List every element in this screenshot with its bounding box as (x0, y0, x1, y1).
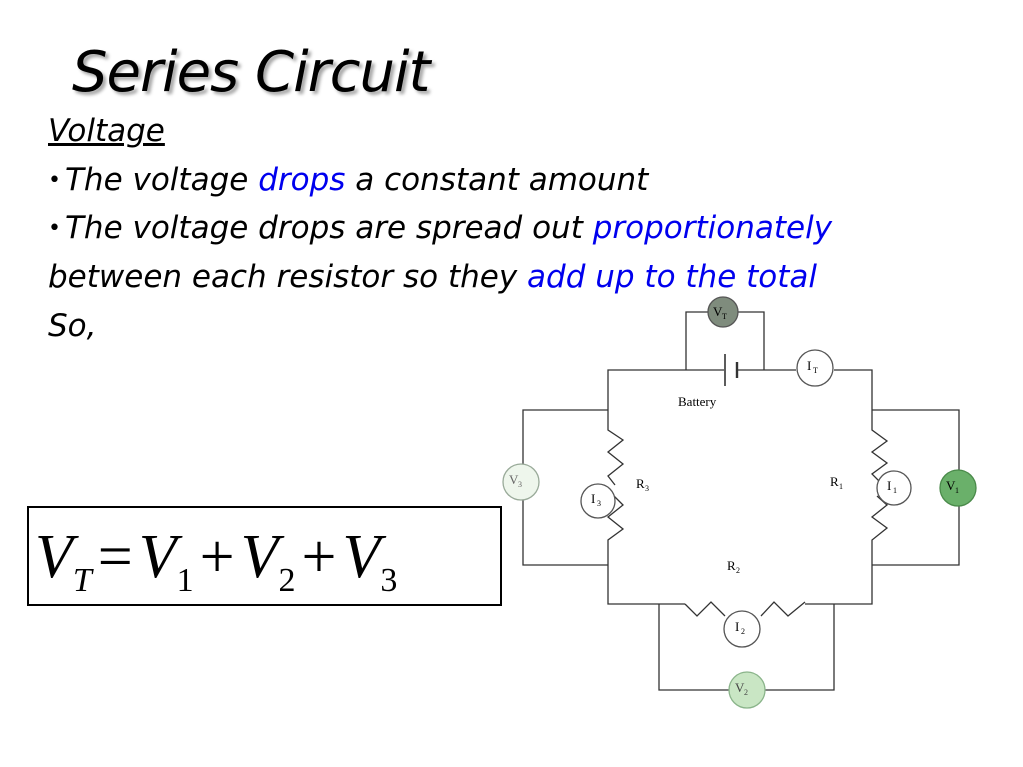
battery-label: Battery (678, 394, 717, 409)
resistor-r1-label: R 1 (830, 474, 843, 491)
eq-term-3: V (342, 523, 381, 591)
meter-i1: I 1 (876, 470, 912, 506)
v2-wire-left (658, 604, 729, 691)
continuation-text-pre: between each resistor so they (48, 259, 528, 295)
so-text: So, (48, 308, 97, 344)
eq-plus: + (301, 523, 337, 591)
bullet-1-text-pre: The voltage (64, 162, 259, 198)
svg-text:I: I (591, 491, 595, 506)
eq-term-1: V (138, 523, 177, 591)
bullet-2-highlight: proportionately (592, 210, 833, 246)
bullet-1-highlight: drops (258, 162, 346, 198)
meter-i2: I 2 (723, 610, 761, 648)
svg-text:T: T (722, 312, 727, 321)
bullet-2-text-pre: The voltage drops are spread out (64, 210, 593, 246)
eq-lhs: V (35, 523, 73, 591)
v1-wire-bottom (872, 506, 960, 566)
eq-lhs-sub: T (72, 562, 92, 599)
meter-v2: V 2 (728, 671, 766, 709)
resistor-r3 (606, 425, 625, 486)
eq-term-2: V (240, 523, 279, 591)
svg-text:I: I (735, 619, 739, 634)
meter-v1: V 1 (939, 469, 977, 507)
resistor-r2-label: R 2 (727, 558, 740, 575)
eq-term-3-sub: 3 (380, 562, 398, 599)
meter-it: I T (796, 349, 834, 387)
meter-vt: V T (707, 296, 739, 328)
vt-wire-right (738, 311, 765, 370)
svg-text:2: 2 (741, 627, 745, 636)
svg-text:V: V (713, 304, 723, 319)
equation-box: VT=V1+V2+V3 (27, 506, 502, 606)
svg-text:2: 2 (744, 688, 748, 697)
svg-text:2: 2 (736, 566, 740, 575)
svg-text:R: R (830, 474, 839, 489)
v1-wire-top (872, 409, 960, 470)
svg-text:V: V (735, 680, 745, 695)
svg-text:T: T (813, 366, 818, 375)
equation: VT=V1+V2+V3 (35, 512, 397, 626)
resistor-r1-lower (870, 495, 889, 545)
resistor-r3-label: R 3 (636, 476, 649, 493)
eq-term-2-sub: 2 (278, 562, 296, 599)
vt-wire-left (685, 311, 708, 370)
svg-text:R: R (727, 558, 736, 573)
v3-wire-bottom (522, 498, 608, 566)
svg-text:R: R (636, 476, 645, 491)
bullet-icon: • (48, 216, 61, 241)
v2-wire-right (765, 604, 835, 691)
bullet-1: •The voltage drops a constant amount (48, 162, 648, 198)
bullet-icon: • (48, 168, 61, 193)
svg-text:I: I (887, 478, 891, 493)
svg-text:3: 3 (645, 484, 649, 493)
eq-plus: + (199, 523, 235, 591)
eq-equals: = (97, 523, 133, 591)
resistor-r2 (684, 601, 726, 617)
resistor-r2-right (760, 601, 806, 617)
eq-term-1-sub: 1 (176, 562, 194, 599)
svg-text:1: 1 (839, 482, 843, 491)
svg-text:1: 1 (955, 486, 959, 495)
v3-wire-top (522, 409, 608, 466)
meter-v3: V 3 (502, 463, 540, 501)
svg-text:1: 1 (893, 486, 897, 495)
svg-text:V: V (509, 472, 519, 487)
continuation-highlight: add up to the total (527, 259, 818, 295)
resistor-r1 (870, 425, 889, 483)
subheading-voltage: Voltage (48, 113, 165, 149)
svg-text:3: 3 (597, 499, 601, 508)
page-title: Series Circuit (72, 40, 430, 105)
bullet-1-text-post: a constant amount (345, 162, 649, 198)
resistor-r3-lower (606, 494, 625, 545)
bullet-2-continuation: between each resistor so they add up to … (48, 259, 817, 295)
bullet-2: •The voltage drops are spread out propor… (48, 210, 832, 246)
svg-text:I: I (807, 358, 811, 373)
svg-text:V: V (946, 478, 956, 493)
meter-i3: I 3 (580, 483, 616, 519)
svg-text:3: 3 (518, 480, 522, 489)
